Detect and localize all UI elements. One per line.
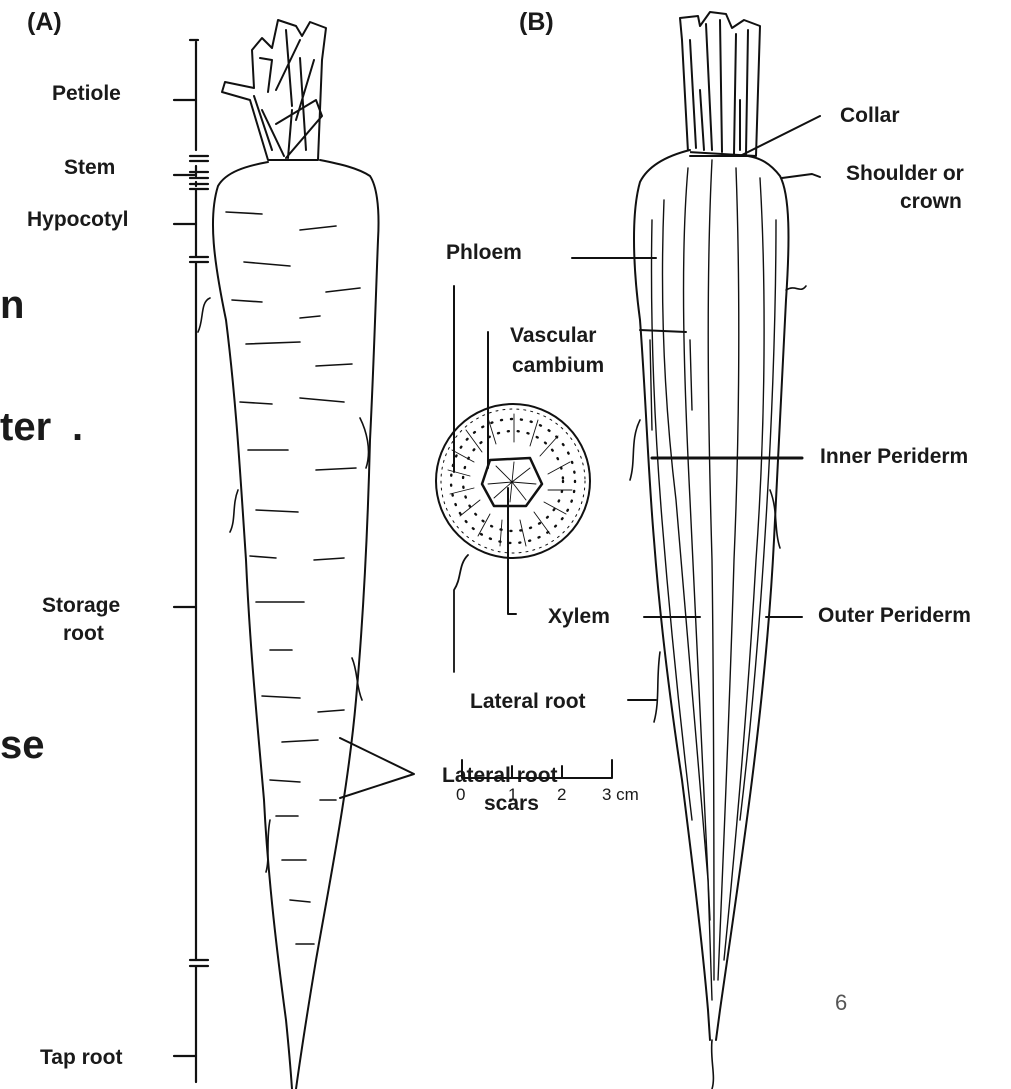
label-lateral-root: Lateral root xyxy=(470,690,586,713)
label-shoulder-line2: crown xyxy=(900,190,962,213)
scale-tick-3: 3 cm xyxy=(602,785,639,804)
label-storage-root-line2: root xyxy=(63,622,104,645)
panel-a-label: (A) xyxy=(27,8,62,36)
scale-tick-2: 2 xyxy=(557,785,566,804)
label-tap-root: Tap root xyxy=(40,1046,122,1069)
carrot-a-body xyxy=(213,160,379,1089)
bracket-tap-root xyxy=(190,960,208,1082)
label-lateral-root-scars-line1: Lateral root xyxy=(442,764,558,787)
bracket-stem xyxy=(190,166,208,178)
label-petiole: Petiole xyxy=(52,82,121,105)
slide-fragment-1: n xyxy=(0,283,24,327)
label-vascular-cambium-line2: cambium xyxy=(512,354,604,377)
label-stem: Stem xyxy=(64,156,115,179)
label-phloem: Phloem xyxy=(446,241,522,264)
shoulder-leader xyxy=(782,174,820,178)
carrot-a xyxy=(198,20,414,1089)
bracket-petiole xyxy=(190,40,198,150)
carrot-b-leaves xyxy=(680,12,760,156)
carrot-b-body xyxy=(634,150,788,1040)
label-collar: Collar xyxy=(840,104,900,127)
label-storage-root-line1: Storage xyxy=(42,594,120,617)
page-number: 6 xyxy=(835,990,847,1015)
xylem-rays xyxy=(448,414,572,546)
label-shoulder-line1: Shoulder or xyxy=(846,162,964,185)
region-bracket xyxy=(174,40,208,1082)
label-vascular-cambium-line1: Vascular xyxy=(510,324,596,347)
scale-tick-0: 0 xyxy=(456,785,465,804)
bracket-storage-root xyxy=(190,257,208,960)
cross-section-root-line xyxy=(454,555,468,672)
panel-b-label: (B) xyxy=(519,8,554,36)
carrot-b xyxy=(572,12,820,1089)
label-hypocotyl: Hypocotyl xyxy=(27,208,129,231)
label-xylem: Xylem xyxy=(548,605,610,628)
label-inner-periderm: Inner Periderm xyxy=(820,445,968,468)
carrot-a-leaves xyxy=(222,20,326,160)
label-outer-periderm: Outer Periderm xyxy=(818,604,971,627)
scale-tick-1: 1 xyxy=(508,785,517,804)
slide-fragment-2: ter xyxy=(0,405,51,449)
slide-fragment-2-dot: . xyxy=(72,405,83,449)
slide-text-fragments: n ter . se xyxy=(0,283,83,767)
bracket-hypocotyl xyxy=(190,182,208,256)
bracket-stem-top xyxy=(190,156,208,161)
slide-fragment-3: se xyxy=(0,723,45,767)
